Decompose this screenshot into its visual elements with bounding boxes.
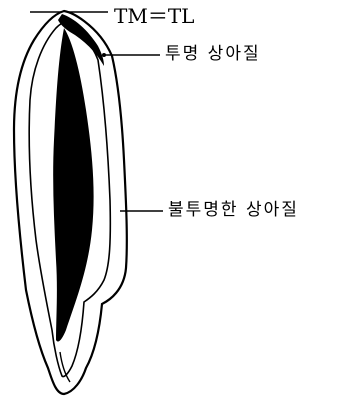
- translucent-leader-dot: [102, 53, 106, 57]
- translucent-enamel-label: 투명 상아질: [165, 46, 261, 63]
- opaque-enamel-label: 불투명한 상아질: [168, 202, 299, 219]
- tm-tl-label: TM＝TL: [114, 6, 194, 26]
